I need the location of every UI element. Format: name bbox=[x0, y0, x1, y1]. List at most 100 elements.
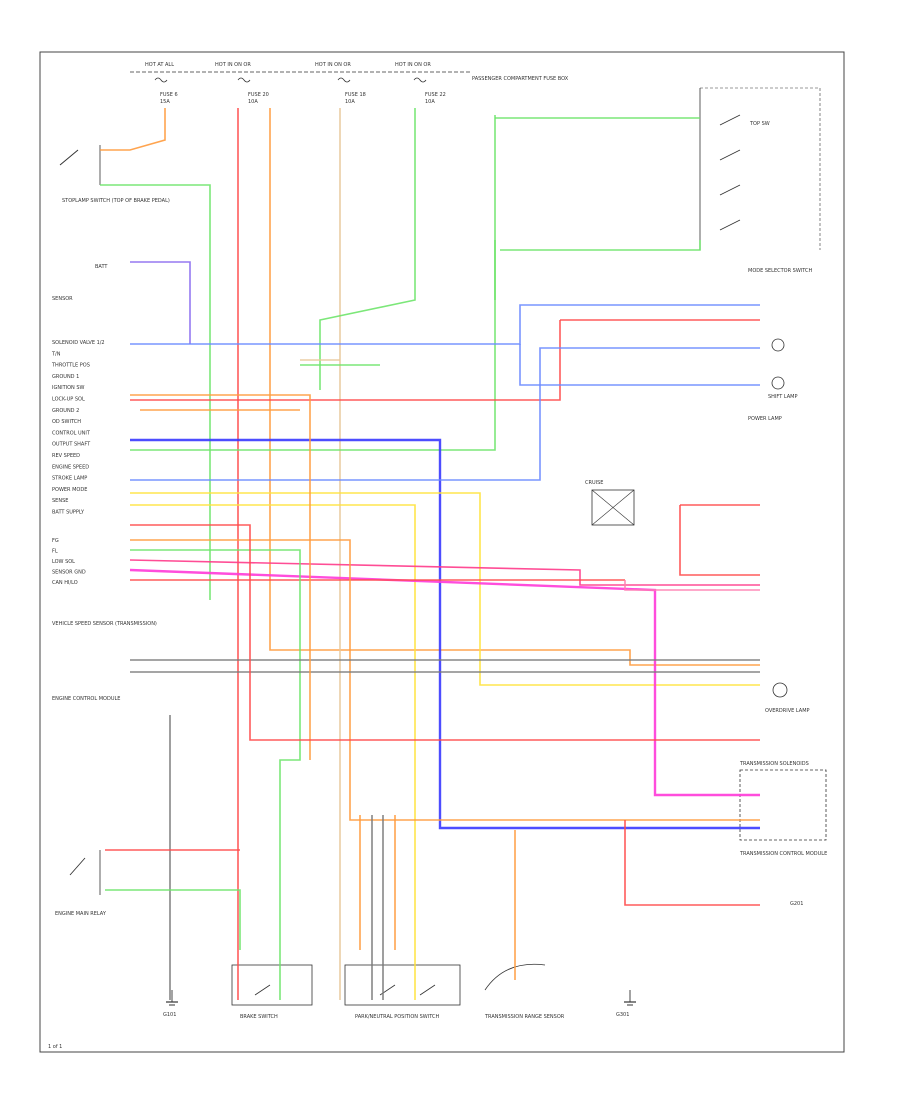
wire-violet bbox=[130, 261, 191, 344]
pin-label-18: LOW SOL bbox=[52, 559, 75, 565]
pin-label-15: BATT SUPPLY bbox=[52, 510, 85, 516]
ground-icon bbox=[624, 990, 636, 1006]
shift-lamp-label: SHIFT LAMP bbox=[768, 394, 798, 400]
fuse-2-name: FUSE 20 bbox=[248, 92, 269, 98]
pin-label-14: SENSE bbox=[52, 498, 68, 504]
tcm-block: TRANSMISSION CONTROL MODULE TRANSMISSION… bbox=[739, 761, 827, 857]
indicator-lamps: SHIFT LAMP POWER LAMP OVERDRIVE LAMP bbox=[748, 338, 810, 714]
fuse-symbol bbox=[237, 77, 251, 83]
overdrive-lamp-label: OVERDRIVE LAMP bbox=[765, 708, 810, 714]
pin-label-1: T/N bbox=[51, 351, 61, 357]
wire-lblue bbox=[130, 304, 760, 345]
mode-switch-label: MODE SELECTOR SWITCH bbox=[748, 268, 813, 274]
lamp-icon bbox=[771, 338, 785, 352]
fuse-box: HOT AT ALL HOT IN ON OR HOT IN ON OR HOT… bbox=[130, 62, 569, 105]
pin-label-9: OUTPUT SHAFT bbox=[52, 442, 91, 448]
fuse-1-top: HOT AT ALL bbox=[145, 62, 174, 68]
trans-range-label: TRANSMISSION RANGE SENSOR bbox=[484, 1014, 565, 1020]
relay-box: CRUISE bbox=[585, 480, 635, 526]
cruise-label: CRUISE bbox=[585, 480, 603, 486]
lamp-icon bbox=[772, 682, 788, 698]
pin-label-12: STROKE LAMP bbox=[52, 476, 87, 482]
bottom-switches: BRAKE SWITCH PARK/NEUTRAL POSITION SWITC… bbox=[231, 963, 565, 1020]
pin-label-19: SENSOR GND bbox=[52, 570, 86, 576]
wire-yellow bbox=[130, 504, 416, 1000]
fuse-box-label: PASSENGER COMPARTMENT FUSE BOX bbox=[472, 76, 569, 82]
pin-label-11: ENGINE SPEED bbox=[52, 464, 89, 470]
fuse-4-top: HOT IN ON OR bbox=[395, 62, 431, 68]
wire-lblue bbox=[519, 344, 760, 386]
ground-right-label: G301 bbox=[616, 1012, 629, 1018]
relay-icon bbox=[591, 489, 635, 526]
switch-top-label: TOP SW bbox=[749, 121, 770, 127]
wire-green bbox=[105, 889, 241, 950]
pin-label-13: POWER MODE bbox=[52, 487, 87, 493]
wire-pinkl bbox=[624, 580, 760, 591]
pin-label-17: FL bbox=[52, 549, 58, 555]
fuse-1-amp: 15A bbox=[160, 99, 170, 105]
ground-left-label: G101 bbox=[163, 1012, 176, 1018]
fuse-3-top: HOT IN ON OR bbox=[315, 62, 351, 68]
engine-main-relay-label: ENGINE MAIN RELAY bbox=[55, 911, 107, 917]
wire-blue bbox=[130, 438, 760, 830]
trans-range-arc bbox=[484, 963, 546, 991]
brake-switch-label: BRAKE SWITCH bbox=[240, 1014, 278, 1020]
ecm-label: ENGINE CONTROL MODULE bbox=[52, 696, 120, 702]
wire-yellow bbox=[130, 492, 760, 686]
fuse-4-name: FUSE 22 bbox=[425, 92, 446, 98]
pin-label-10: REV SPEED bbox=[52, 453, 80, 459]
wire-green bbox=[319, 108, 416, 390]
fuse-3-amp: 10A bbox=[345, 99, 355, 105]
engine-main-relay: ENGINE MAIN RELAY bbox=[55, 850, 107, 917]
pin-label-2: THROTTLE POS bbox=[51, 363, 90, 369]
fuse-symbol bbox=[337, 77, 351, 83]
pin-label-4: IGNITION SW bbox=[52, 385, 85, 391]
grounds: G101 G301 G201 bbox=[163, 901, 803, 1018]
fuse-symbol bbox=[413, 77, 427, 83]
wire-orange bbox=[269, 108, 760, 666]
wire-green bbox=[130, 549, 301, 1000]
ground-icon bbox=[166, 990, 178, 1006]
wires bbox=[100, 108, 760, 1000]
pin-label-7: OD SWITCH bbox=[52, 419, 81, 425]
wire-magenta bbox=[129, 568, 760, 797]
sensor-label: SENSOR bbox=[52, 296, 73, 302]
fuse-2-amp: 10A bbox=[248, 99, 258, 105]
wire-green bbox=[500, 240, 701, 251]
stoplamp-switch: STOPLAMP SWITCH (TOP OF BRAKE PEDAL) bbox=[59, 145, 170, 204]
fuse-2-top: HOT IN ON OR bbox=[215, 62, 251, 68]
wire-orange bbox=[100, 108, 166, 151]
vss-label: VEHICLE SPEED SENSOR (TRANSMISSION) bbox=[52, 621, 157, 627]
pin-label-3: GROUND 1 bbox=[52, 374, 79, 380]
park-neutral-label: PARK/NEUTRAL POSITION SWITCH bbox=[355, 1014, 439, 1020]
wire-red bbox=[130, 524, 760, 741]
wire-red bbox=[679, 505, 760, 576]
pin-label-0: SOLENOID VALVE 1/2 bbox=[52, 340, 105, 346]
pin-label-8: CONTROL UNIT bbox=[52, 430, 91, 436]
wire-red bbox=[130, 320, 561, 401]
tcm-label: TRANSMISSION CONTROL MODULE bbox=[739, 851, 827, 857]
trans-mod-label: TRANSMISSION SOLENOIDS bbox=[739, 761, 809, 767]
wire-green bbox=[130, 240, 496, 451]
fuse-4-amp: 10A bbox=[425, 99, 435, 105]
power-lamp-label: POWER LAMP bbox=[748, 416, 782, 422]
brake-switch-box bbox=[231, 964, 313, 1006]
pin-label-16: FG bbox=[52, 538, 59, 544]
mode-selector-switch: TOP SW MODE SELECTOR SWITCH bbox=[699, 87, 821, 274]
wire-pink bbox=[129, 559, 760, 586]
diagram-frame bbox=[39, 51, 845, 1053]
fuse-3-name: FUSE 18 bbox=[345, 92, 366, 98]
fuse-1-name: FUSE 6 bbox=[160, 92, 178, 98]
pin-label-5: LOCK-UP SOL bbox=[52, 397, 85, 403]
page-number: 1 of 1 bbox=[48, 1044, 62, 1050]
stoplamp-switch-label: STOPLAMP SWITCH (TOP OF BRAKE PEDAL) bbox=[62, 198, 170, 204]
lamp-icon bbox=[771, 376, 785, 390]
wire-red bbox=[624, 820, 760, 906]
pin-label-20: CAN HI/LO bbox=[52, 580, 78, 586]
wire-lblue bbox=[130, 347, 760, 481]
fuse-symbol bbox=[154, 77, 168, 83]
pin-label-6: GROUND 2 bbox=[52, 408, 79, 414]
ecm-pin-labels: SOLENOID VALVE 1/2T/N THROTTLE POS GROUND … bbox=[51, 340, 105, 586]
